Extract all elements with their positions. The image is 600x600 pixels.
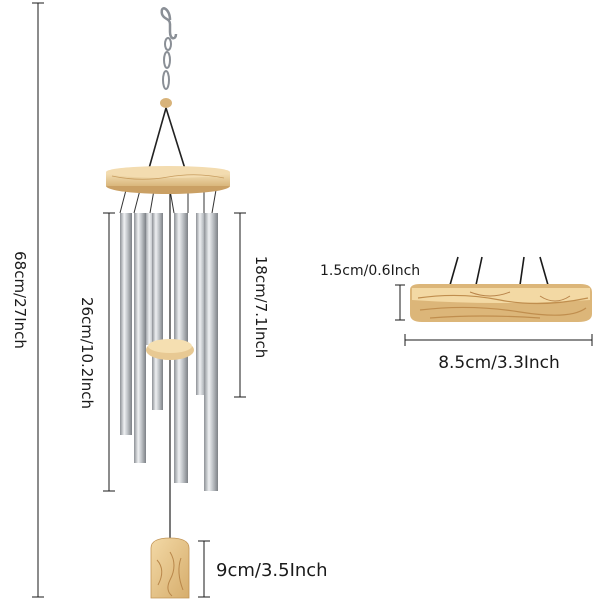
total-length-label: 68cm/27Inch	[11, 251, 29, 349]
ring-detail	[410, 256, 592, 322]
ring-diameter-dimension: 8.5cm/3.3Inch	[404, 334, 593, 373]
top-wood-ring	[106, 166, 230, 194]
wood-bead	[160, 98, 172, 108]
sail-dimension: 9cm/3.5Inch	[198, 540, 328, 598]
ring-thickness-label: 1.5cm/0.6Inch	[320, 263, 420, 279]
hook-icon	[160, 7, 178, 40]
wind-chime	[106, 7, 230, 599]
total-length-dimension: 68cm/27Inch	[11, 2, 44, 598]
wood-sail	[150, 537, 190, 599]
shortest-tube-label: 18cm/7.1Inch	[252, 256, 270, 359]
longest-tube-label: 26cm/10.2Inch	[78, 297, 96, 409]
chime-tube	[152, 213, 163, 410]
shortest-tube-dimension: 18cm/7.1Inch	[234, 212, 270, 398]
chime-tube	[204, 213, 218, 491]
ring-diameter-label: 8.5cm/3.3Inch	[438, 353, 560, 373]
chime-tube	[134, 213, 146, 463]
sail-label: 9cm/3.5Inch	[216, 560, 328, 581]
longest-tube-dimension: 26cm/10.2Inch	[78, 212, 115, 492]
chime-tube	[120, 213, 132, 435]
chime-tube	[196, 213, 207, 395]
ring-thickness-dimension: 1.5cm/0.6Inch	[320, 263, 420, 321]
